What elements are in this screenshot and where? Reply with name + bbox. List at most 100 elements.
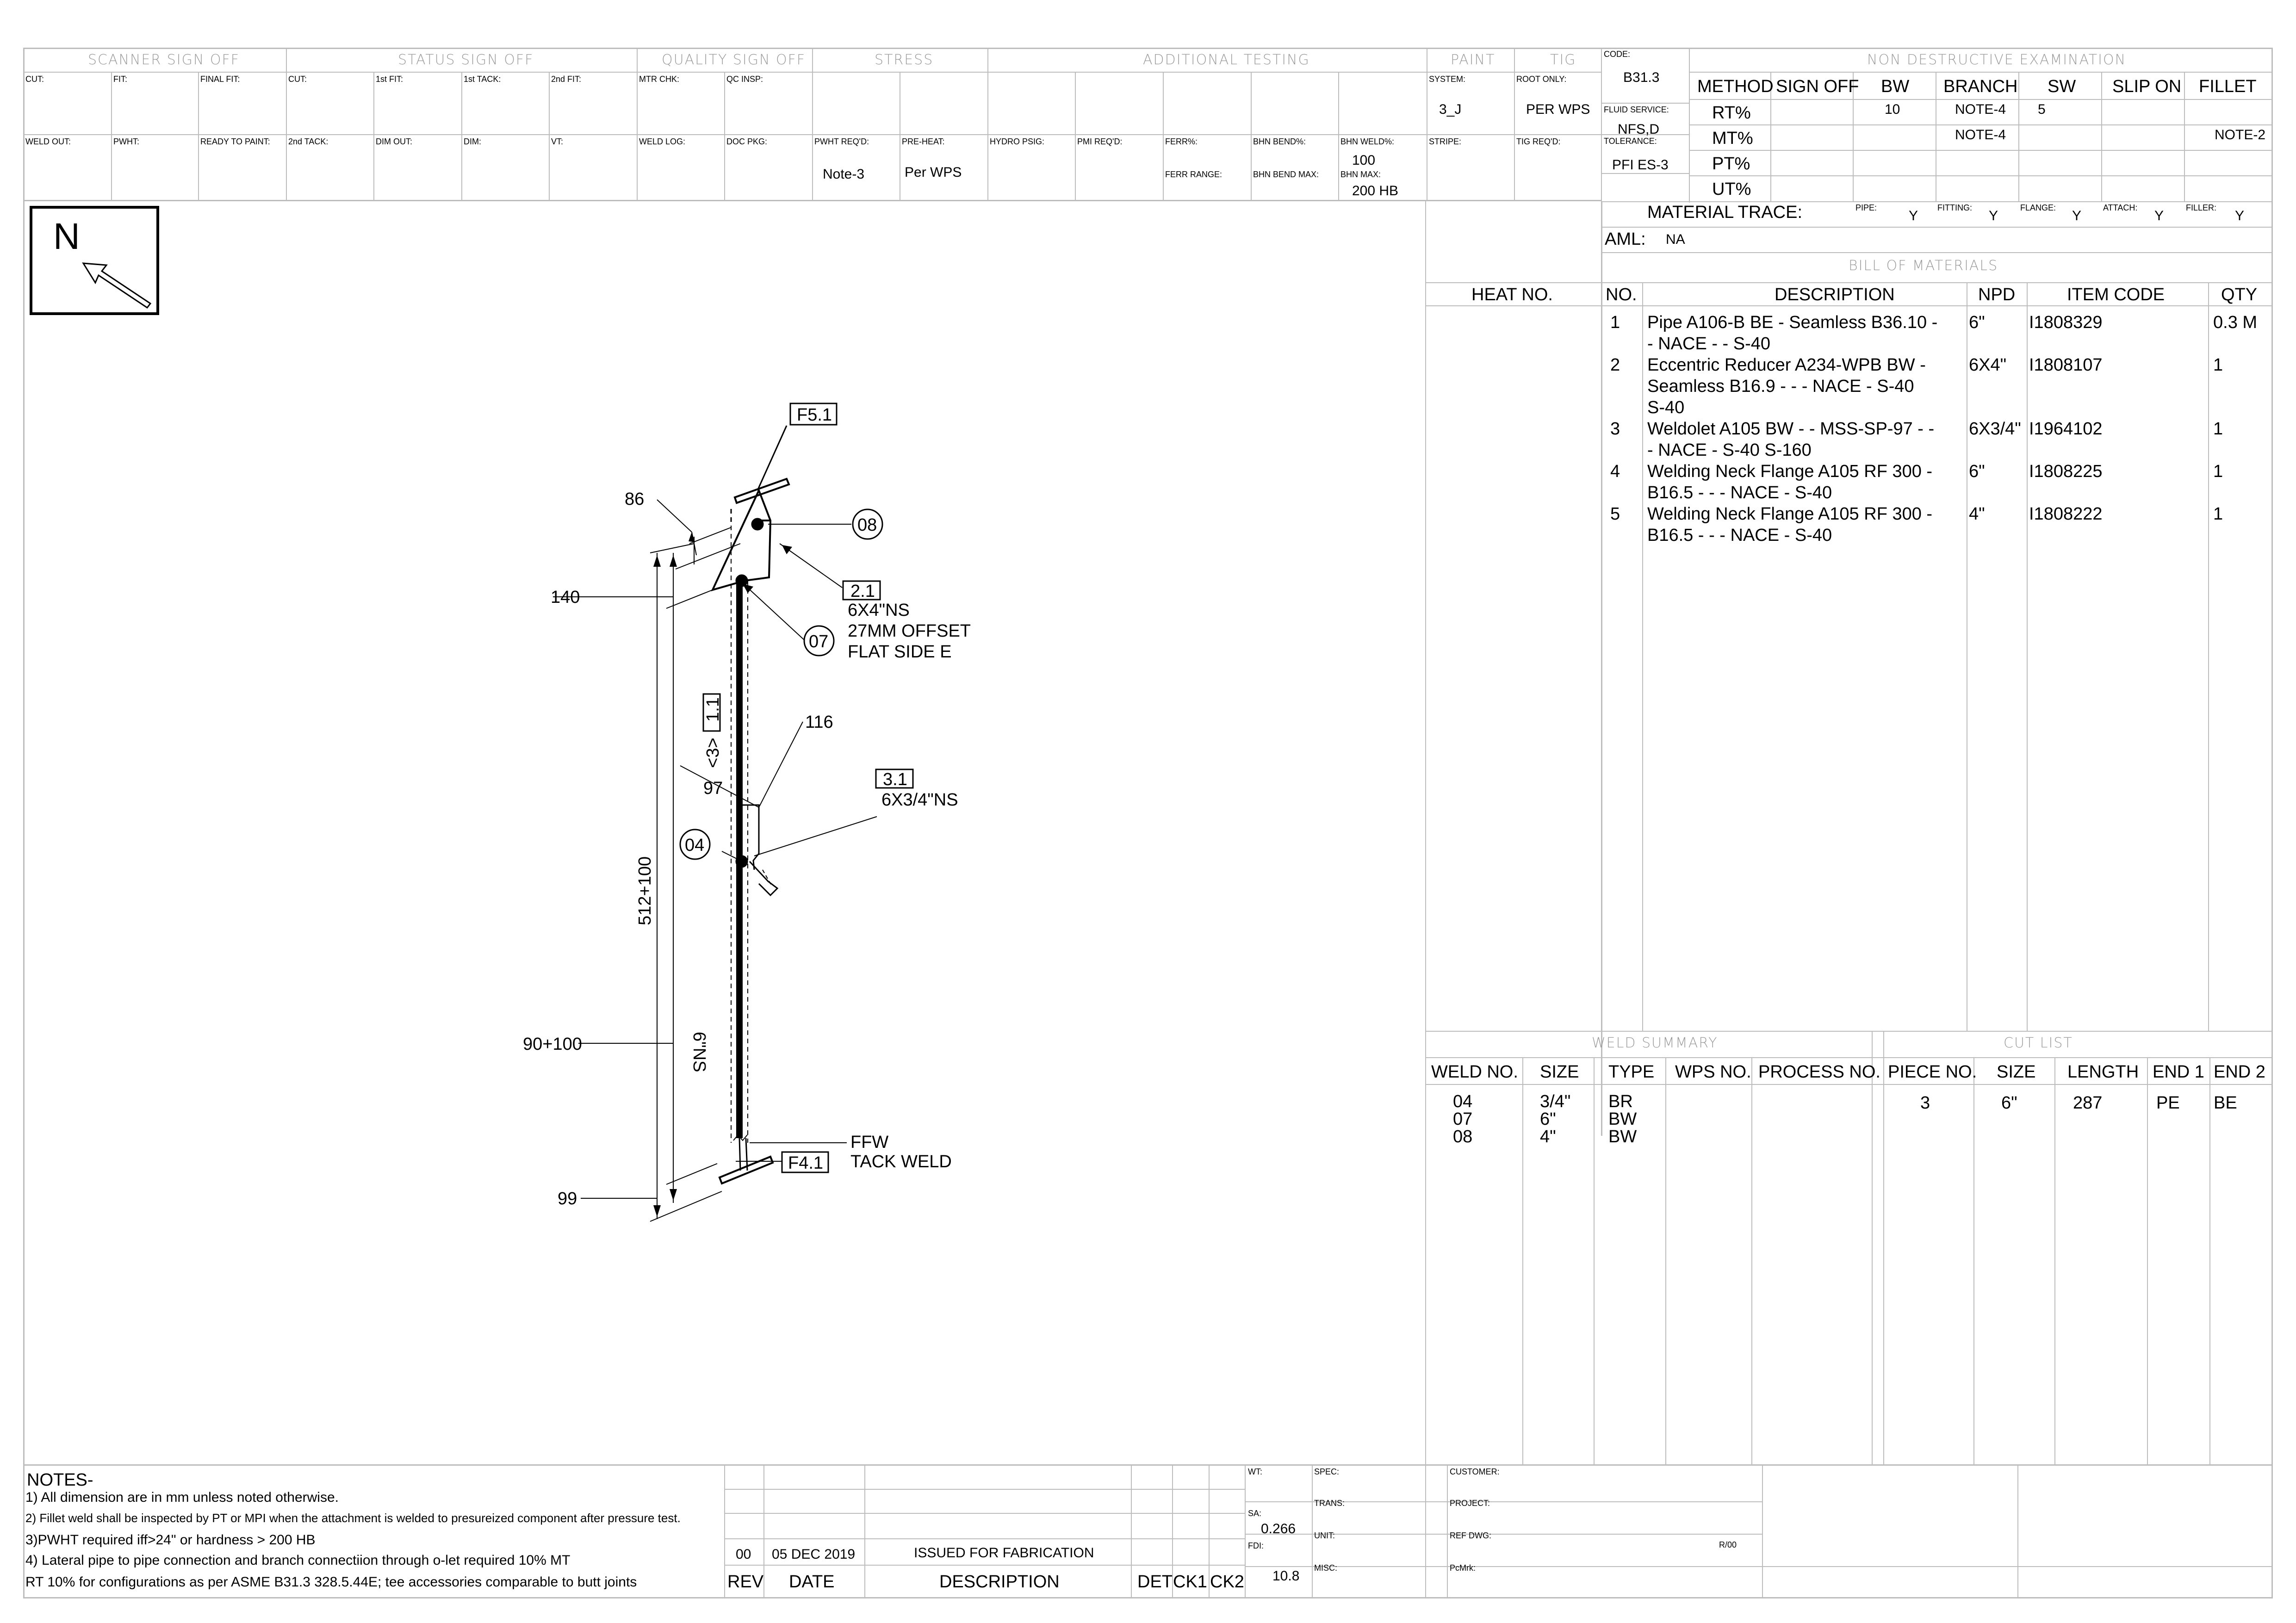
preheat-value: Per WPS	[905, 165, 962, 180]
label-pwht: PWHT:	[113, 137, 139, 146]
north-arrow-icon	[82, 262, 152, 309]
material-trace-label: MATERIAL TRACE:	[1647, 203, 1803, 222]
note-weldolet-size: 6X3/4"NS	[881, 790, 958, 810]
bhn-weld-value: 100	[1352, 153, 1376, 168]
trans-label: TRANS:	[1314, 1499, 1345, 1508]
cl-col-size: SIZE	[1997, 1062, 2036, 1082]
label-cut-status: CUT:	[288, 74, 307, 84]
bom-col-npd: NPD	[1978, 285, 2016, 304]
dim-97: 97	[703, 779, 723, 798]
bom-row-desc: Welding Neck Flange A105 RF 300 -	[1647, 462, 1933, 481]
customer-label: CUSTOMER:	[1450, 1467, 1500, 1476]
bom-row-code: I1964102	[2029, 419, 2103, 439]
label-ready-to-paint: READY TO PAINT:	[200, 137, 270, 146]
bom-row-desc: Seamless B16.9 - - - NACE - S-40	[1647, 377, 1914, 396]
label-cut: CUT:	[25, 74, 44, 84]
label-bhn-weld: BHN WELD%:	[1340, 137, 1395, 146]
group-additional-testing: ADDITIONAL TESTING	[1143, 52, 1310, 68]
trace-pipe-label: PIPE:	[1855, 203, 1877, 212]
bom-row-no: 4	[1610, 462, 1620, 481]
cl-end1: PE	[2156, 1093, 2180, 1113]
label-ferr: FERR%:	[1165, 137, 1198, 146]
label-bhn-bend-max: BHN BEND MAX:	[1253, 170, 1319, 179]
tolerance-label: TOLERANCE:	[1604, 136, 1657, 146]
label-pwht-reqd: PWHT REQ'D:	[814, 137, 869, 146]
nde-rt-sw: 5	[2038, 102, 2046, 117]
rev-header-rev: REV	[727, 1572, 764, 1592]
note-line: 4) Lateral pipe to pipe connection and b…	[25, 1553, 571, 1568]
tolerance-value: PFI ES-3	[1612, 157, 1669, 173]
label-bhn-max: BHN MAX:	[1340, 170, 1381, 179]
bom-row-desc: Weldolet A105 BW - - MSS-SP-97 - -	[1647, 419, 1935, 439]
note-reducer-flat-side: FLAT SIDE E	[848, 642, 952, 662]
group-tig: TIG	[1550, 52, 1576, 68]
bom-row-desc: Eccentric Reducer A234-WPB BW -	[1647, 355, 1926, 375]
rev-header-description: DESCRIPTION	[939, 1572, 1060, 1592]
note-line: RT 10% for configurations as per ASME B3…	[25, 1574, 637, 1590]
bom-row-desc: - NACE - S-40 S-160	[1647, 440, 1812, 460]
note-piece-number: <3>	[703, 737, 723, 768]
bom-row-code: I1808225	[2029, 462, 2103, 481]
rev-date: 05 DEC 2019	[772, 1547, 856, 1562]
label-1st-fit: 1st FIT:	[376, 74, 403, 84]
nde-rt-bw: 10	[1885, 102, 1900, 117]
cl-col-length: LENGTH	[2067, 1062, 2139, 1082]
tag-f5-1: F5.1	[797, 405, 832, 425]
bom-row-no: 2	[1610, 355, 1620, 375]
bom-row-desc: Pipe A106-B BE - Seamless B36.10 -	[1647, 313, 1938, 332]
ws-weld-no: 08	[1453, 1127, 1473, 1146]
group-quality: QUALITY SIGN OFF	[662, 52, 806, 68]
bom-row-no: 5	[1610, 504, 1620, 524]
trace-filler-label: FILLER:	[2186, 203, 2217, 212]
tag-3-1: 3.1	[883, 770, 907, 789]
dim-90-100: 90+100	[523, 1035, 582, 1054]
bom-row-desc: Welding Neck Flange A105 RF 300 -	[1647, 504, 1933, 524]
bom-row-no: 3	[1610, 419, 1620, 439]
nde-col-method: METHOD	[1697, 77, 1774, 96]
nde-col-fillet: FILLET	[2199, 77, 2257, 96]
ref-dwg-value: R/00	[1719, 1540, 1737, 1549]
label-dim: DIM:	[464, 137, 481, 146]
rev-header-ck1: CK1	[1173, 1572, 1207, 1592]
top-flange	[733, 477, 790, 504]
bom-row-desc: S-40	[1647, 398, 1685, 417]
label-mtr-chk: MTR CHK:	[639, 74, 679, 84]
label-doc-pkg: DOC PKG:	[726, 137, 768, 146]
nde-method-pt: PT%	[1712, 154, 1750, 173]
ws-size: 4"	[1540, 1127, 1556, 1146]
note-tack-weld: TACK WELD	[850, 1152, 952, 1171]
bom-row-qty: 1	[2213, 504, 2223, 524]
trace-filler-value: Y	[2235, 208, 2245, 223]
spec-label: SPEC:	[1314, 1467, 1340, 1476]
bom-row-desc: B16.5 - - - NACE - S-40	[1647, 483, 1832, 502]
trace-fitting-value: Y	[1989, 208, 1998, 223]
bom-row-code: I1808329	[2029, 313, 2103, 332]
bom-row-qty: 1	[2213, 355, 2223, 375]
ws-type: BW	[1608, 1109, 1637, 1129]
notes-title: NOTES-	[27, 1470, 93, 1490]
cl-size: 6"	[2001, 1093, 2017, 1113]
rev-header-ck2: CK2	[1210, 1572, 1244, 1592]
nde-col-sign-off: SIGN OFF	[1776, 77, 1859, 96]
label-tig-reqd: TIG REQ'D:	[1516, 137, 1561, 146]
nde-col-sw: SW	[2048, 77, 2076, 96]
group-paint: PAINT	[1451, 52, 1496, 68]
trace-attach-label: ATTACH:	[2103, 203, 2138, 212]
label-pre-heat: PRE-HEAT:	[902, 137, 945, 146]
note-line: 2) Fillet weld shall be inspected by PT …	[25, 1511, 681, 1525]
system-value: 3_J	[1439, 102, 1462, 117]
rev-value: 00	[736, 1547, 751, 1562]
cl-col-end2: END 2	[2214, 1062, 2265, 1082]
label-stripe: STRIPE:	[1429, 137, 1462, 146]
ws-size: 3/4"	[1540, 1092, 1571, 1111]
cl-piece-no: 3	[1920, 1093, 1930, 1113]
wt-label: WT:	[1248, 1467, 1262, 1476]
trace-pipe-value: Y	[1909, 208, 1918, 223]
note-ffw: FFW	[850, 1133, 889, 1152]
label-vt: VT:	[551, 137, 564, 146]
project-label: PROJECT:	[1450, 1499, 1490, 1508]
ws-weld-no: 04	[1453, 1092, 1473, 1111]
tag-1-1: 1.1	[703, 697, 723, 722]
unit-label: UNIT:	[1314, 1531, 1335, 1540]
